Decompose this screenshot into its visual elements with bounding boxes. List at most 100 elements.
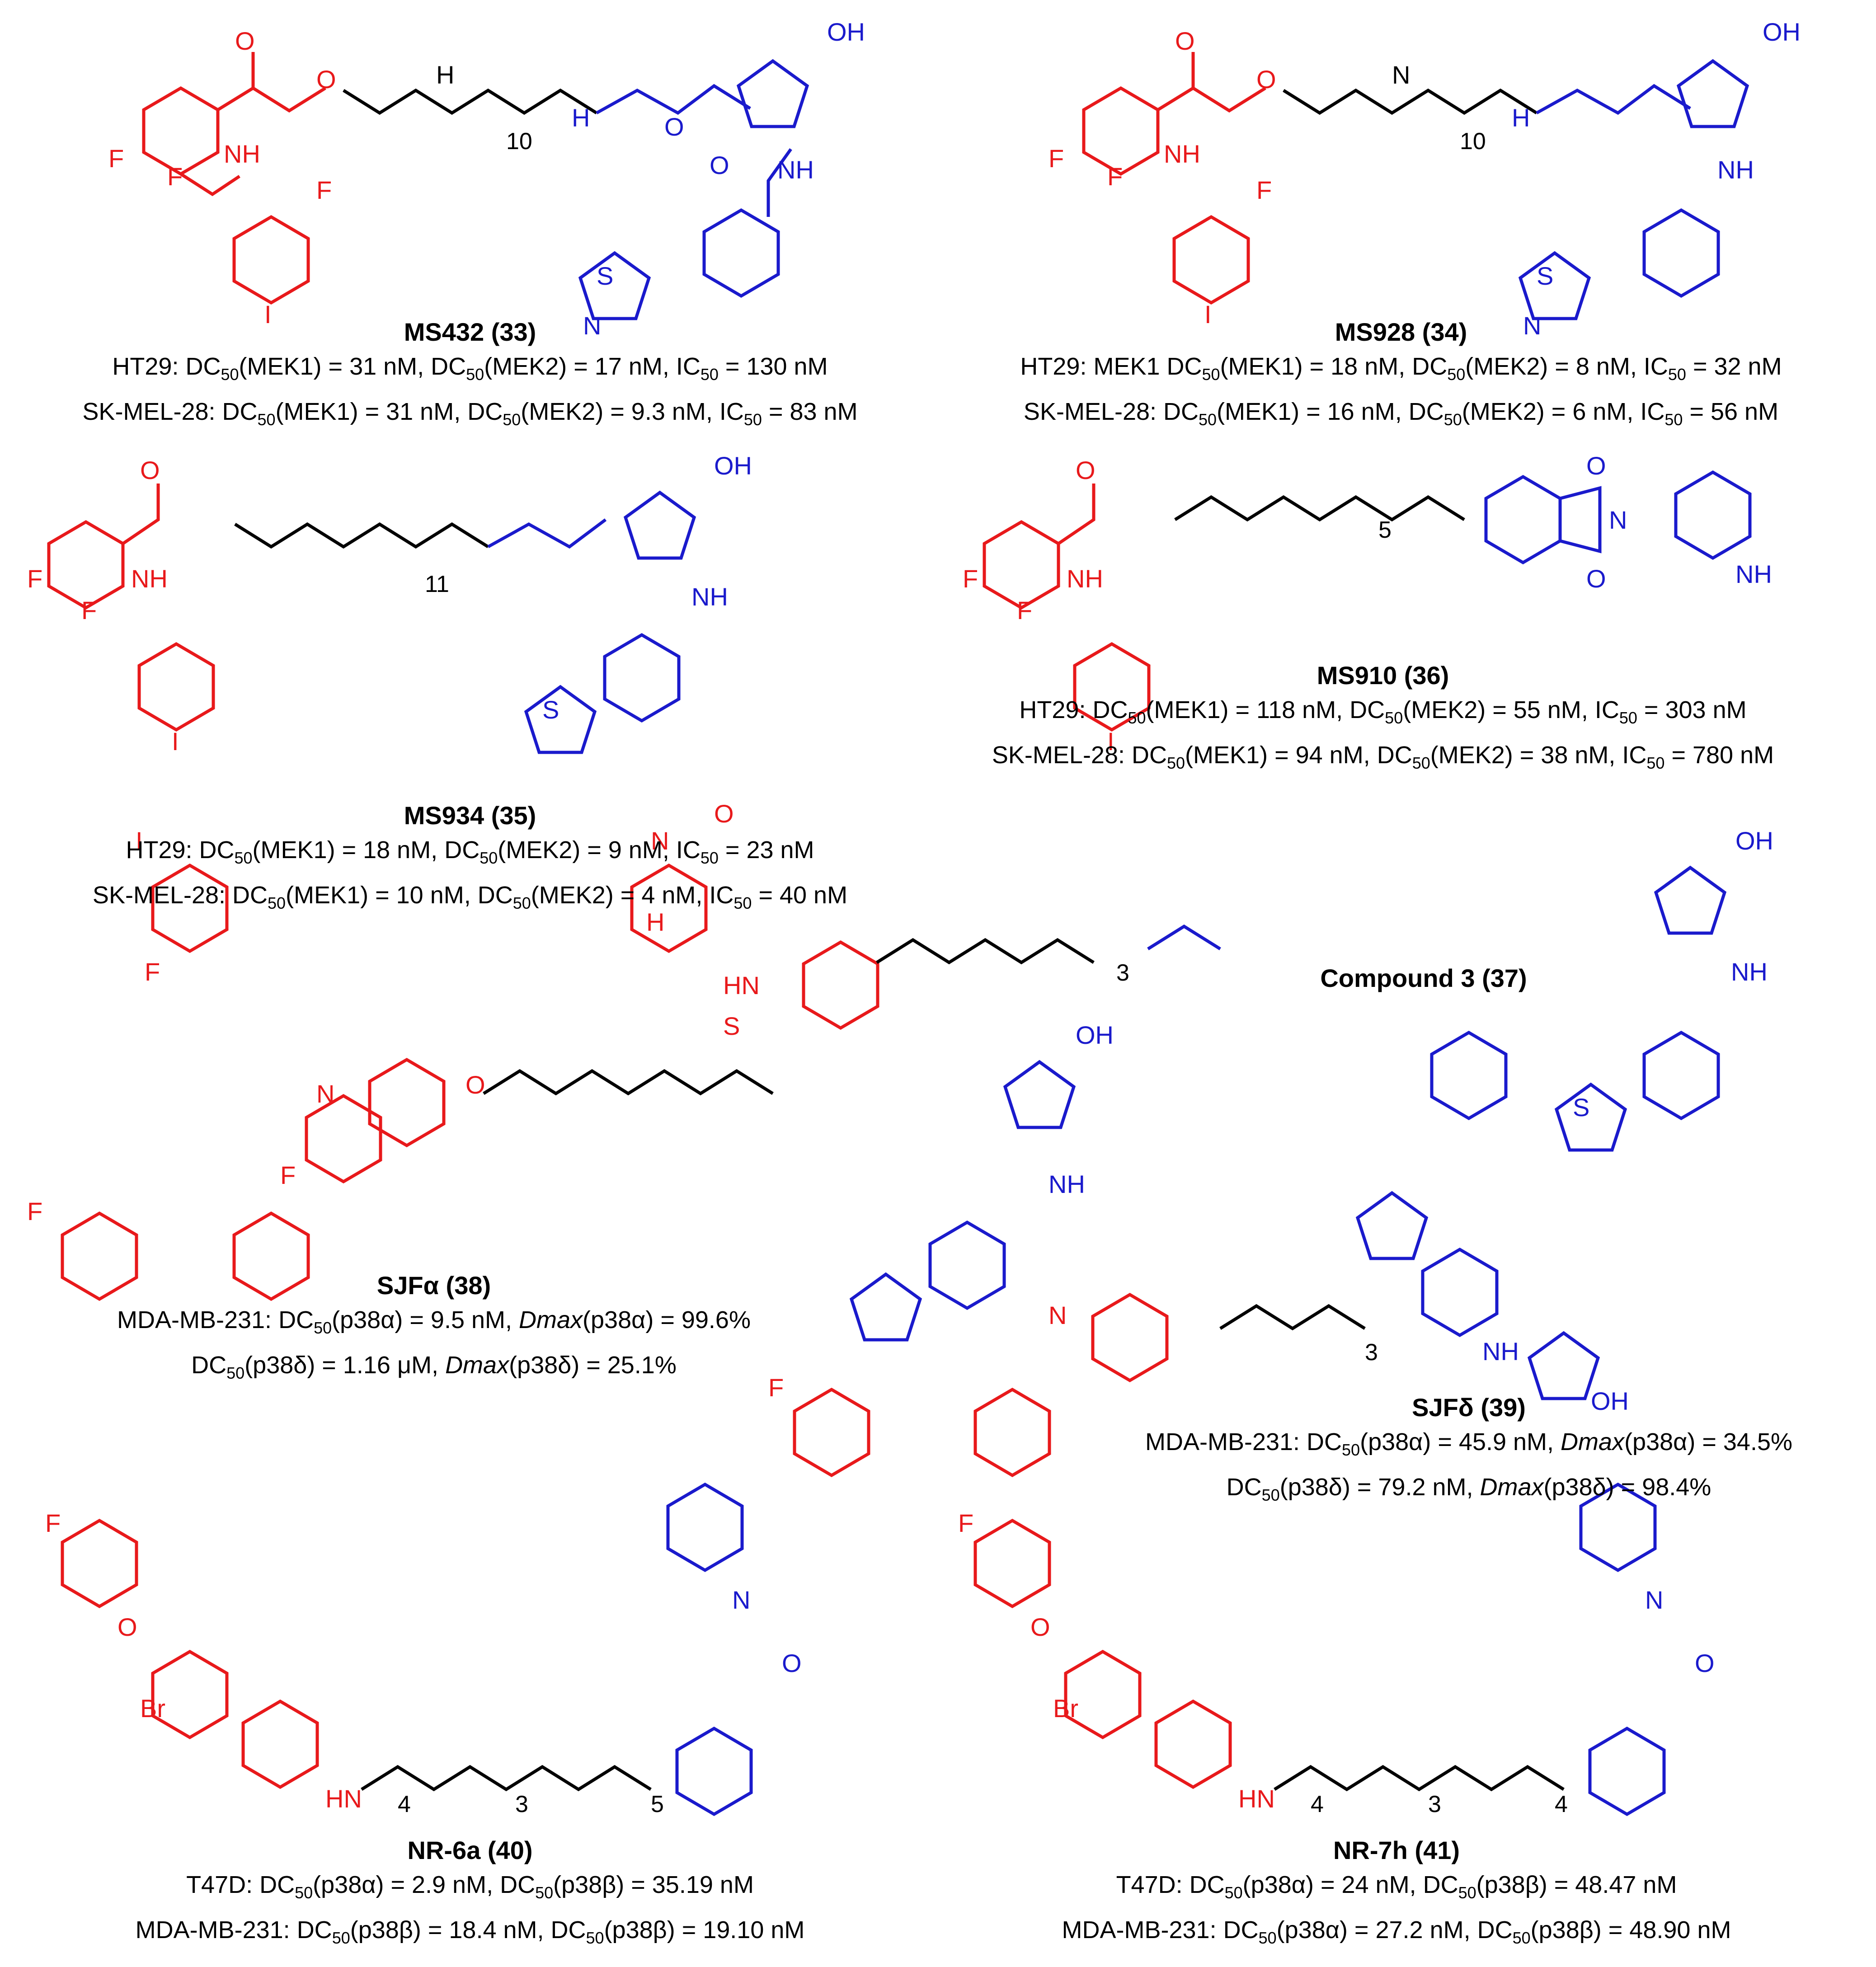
atom-nh: NH	[1735, 560, 1772, 588]
atom-nh: NH	[1048, 1170, 1085, 1198]
repeat-count: 3	[1428, 1791, 1441, 1817]
hydroxyproline-ring	[1529, 1333, 1598, 1399]
atom-nh: H	[1512, 103, 1530, 132]
atom-f: F	[963, 564, 978, 593]
phenyl-ring	[930, 1222, 1004, 1308]
difluorobenzyl-ring	[975, 1521, 1049, 1606]
thiazole-ring	[1556, 1084, 1625, 1150]
activity-line: T47D: DC50(p38α) = 24 nM, DC50(p38β) = 4…	[1116, 1871, 1677, 1902]
iodo-fluorophenyl-ring	[1174, 217, 1248, 303]
thiazole-ring	[1358, 1193, 1426, 1258]
repeat-count: 4	[1555, 1791, 1568, 1817]
toluyl-ring	[243, 1701, 317, 1787]
activity-line: MDA-MB-231: DC50(p38β) = 18.4 nM, DC50(p…	[135, 1916, 805, 1947]
atom-h: H	[646, 908, 664, 936]
activity-line: HT29: DC50(MEK1) = 18 nM, DC50(MEK2) = 9…	[126, 836, 814, 867]
hydroxyproline-ring	[1005, 1062, 1074, 1127]
repeat-count: 3	[1116, 960, 1129, 986]
structure-nr7h: F O Br HN 4 3 4 N O	[958, 1484, 1715, 1817]
atom-o: O	[1175, 27, 1195, 55]
hydroxyproline-ring	[738, 61, 807, 127]
atom-o: O	[140, 456, 160, 484]
compound-name: Compound 3 (37)	[1320, 964, 1527, 992]
compound-name: NR-6a (40)	[407, 1836, 533, 1864]
isoindolinone-ring	[677, 1728, 751, 1814]
structure-sjf-alpha: F F N O OH NH	[27, 1021, 1114, 1340]
fluorophenyl-ring	[975, 1390, 1049, 1475]
isoindolinone-ring	[1432, 1033, 1506, 1118]
compound-name: SJFα (38)	[376, 1271, 491, 1300]
atom-oh: OH	[1076, 1021, 1114, 1049]
activity-line: SK-MEL-28: DC50(MEK1) = 94 nM, DC50(MEK2…	[992, 741, 1774, 772]
atom-i: I	[264, 300, 272, 329]
atom-o: O	[316, 65, 336, 94]
repeat-count: 5	[1378, 517, 1392, 543]
atom-br: Br	[140, 1694, 165, 1723]
atom-o: O	[1586, 564, 1606, 593]
atom-nh: NH	[224, 140, 260, 168]
atom-f: F	[167, 162, 183, 191]
atom-o: O	[782, 1649, 802, 1677]
isoindolinone-ring	[1590, 1728, 1664, 1814]
atom-oh: OH	[1763, 18, 1801, 46]
atom-hn: HN	[723, 971, 760, 1000]
atom-nh: NH	[1164, 140, 1200, 168]
atom-nh: NH	[131, 564, 168, 593]
compound-name: MS910 (36)	[1316, 661, 1449, 690]
atom-f: F	[145, 958, 160, 986]
atom-nh: H	[572, 103, 590, 132]
caption-sjf-delta: SJFδ (39)MDA-MB-231: DC50(p38α) = 45.9 n…	[1062, 1392, 1876, 1514]
atom-n: N	[1392, 61, 1410, 89]
caption-sjf-alpha: SJFα (38)MDA-MB-231: DC50(p38α) = 9.5 nM…	[27, 1270, 841, 1392]
benzamide-ring	[1084, 88, 1158, 174]
atom-o: O	[1695, 1649, 1715, 1677]
atom-f: F	[27, 564, 42, 593]
repeat-count: 11	[425, 571, 449, 597]
atom-nh: H	[436, 61, 454, 89]
atom-f: F	[45, 1509, 61, 1537]
atom-n: N	[1523, 311, 1541, 340]
atom-o: O	[1256, 65, 1276, 94]
repeat-count: 3	[515, 1791, 528, 1817]
hydroxyproline-ring	[1679, 61, 1747, 127]
atom-s: S	[542, 695, 559, 724]
atom-o: O	[1586, 451, 1606, 480]
glutarimide-ring	[1676, 472, 1750, 558]
atom-f: F	[280, 1161, 296, 1189]
thiazole-ring	[526, 687, 595, 752]
atom-o: O	[710, 151, 729, 179]
quinoline-ring	[1093, 1295, 1167, 1380]
activity-line: MDA-MB-231: DC50(p38α) = 45.9 nM, Dmax(p…	[1145, 1428, 1792, 1459]
activity-line: SK-MEL-28: DC50(MEK1) = 10 nM, DC50(MEK2…	[92, 881, 848, 912]
atom-nh: NH	[777, 155, 814, 184]
repeat-count: 3	[1365, 1339, 1378, 1366]
caption-nr6a: NR-6a (40)T47D: DC50(p38α) = 2.9 nM, DC5…	[18, 1835, 922, 1957]
activity-line: SK-MEL-28: DC50(MEK1) = 16 nM, DC50(MEK2…	[1023, 398, 1779, 429]
atom-f: F	[108, 144, 124, 173]
atom-f: F	[958, 1509, 973, 1537]
benzamide-ring	[144, 88, 218, 174]
difluorobenzyl-ring	[62, 1521, 136, 1606]
compound-name: MS928 (34)	[1335, 318, 1467, 346]
compound-name: MS934 (35)	[404, 801, 536, 830]
atom-i: I	[1204, 300, 1212, 329]
toluyl-ring	[1156, 1701, 1230, 1787]
phenyl-ring	[1644, 210, 1718, 296]
atom-n: N	[732, 1586, 750, 1614]
phenyl-ring	[605, 635, 679, 721]
thiazole-ring	[851, 1274, 920, 1340]
atom-n: N	[1609, 506, 1627, 534]
atom-i: I	[172, 727, 179, 756]
atom-nh: NH	[691, 582, 728, 611]
atom-i: I	[136, 826, 143, 855]
atom-n: N	[651, 826, 669, 855]
hydroxyproline-ring	[625, 493, 694, 558]
phenyl-ring	[1423, 1249, 1497, 1335]
atom-f: F	[1017, 596, 1032, 624]
structure-ms934: O F F NH I 11 OH NH S	[27, 451, 752, 756]
atom-s: S	[1537, 262, 1553, 290]
activity-line: HT29: DC50(MEK1) = 31 nM, DC50(MEK2) = 1…	[112, 353, 828, 384]
repeat-count: 10	[1460, 128, 1486, 155]
caption-ms934: MS934 (35) HT29: DC50(MEK1) = 18 nM, DC50…	[18, 800, 922, 922]
